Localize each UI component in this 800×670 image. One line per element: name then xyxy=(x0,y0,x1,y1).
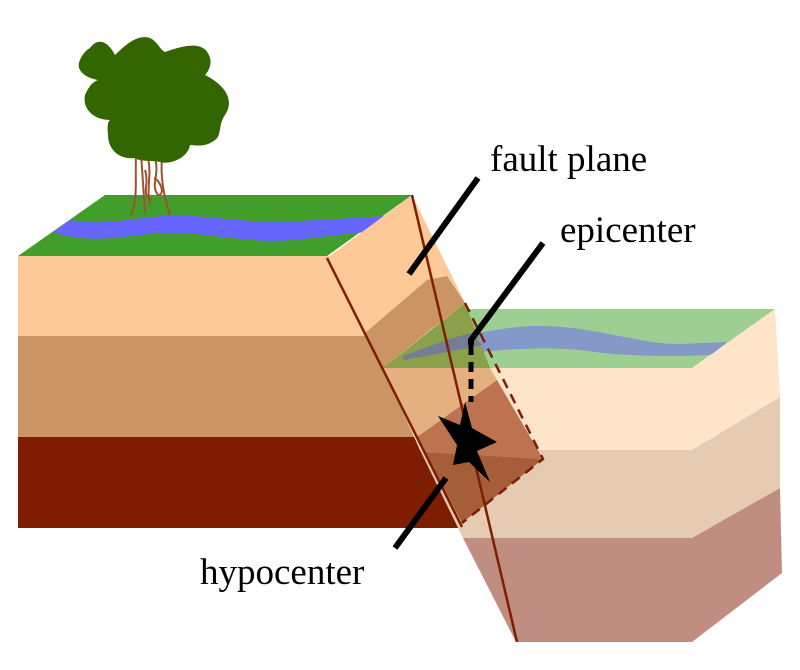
fault-plane-green xyxy=(383,303,490,368)
tree-icon xyxy=(78,37,229,216)
right-river xyxy=(403,325,727,360)
hypocenter-label: hypocenter xyxy=(200,552,364,593)
right-side-bottom xyxy=(692,488,782,642)
right-side-top xyxy=(692,309,780,450)
fault-plane-dashed-edge xyxy=(461,302,545,524)
left-layer-top xyxy=(18,256,370,336)
left-block xyxy=(18,195,462,528)
epicenter-label: epicenter xyxy=(560,210,696,251)
fault-plane-label: fault plane xyxy=(490,139,647,180)
fault-plane-tan-band xyxy=(365,276,465,368)
hypocenter-leader xyxy=(392,476,449,550)
right-layer-bottom xyxy=(463,538,692,642)
fault-plane-dark xyxy=(425,452,543,523)
left-layer-bottom xyxy=(18,437,462,528)
left-river xyxy=(53,215,386,241)
right-side-middle xyxy=(692,397,780,538)
fault-plane-brown xyxy=(417,380,543,459)
fault-plane-river xyxy=(403,333,482,360)
epicenter-leader xyxy=(468,241,546,345)
left-layer-middle xyxy=(18,336,420,437)
fault-plane-leader xyxy=(406,176,481,276)
hypocenter-star-icon xyxy=(438,402,497,482)
